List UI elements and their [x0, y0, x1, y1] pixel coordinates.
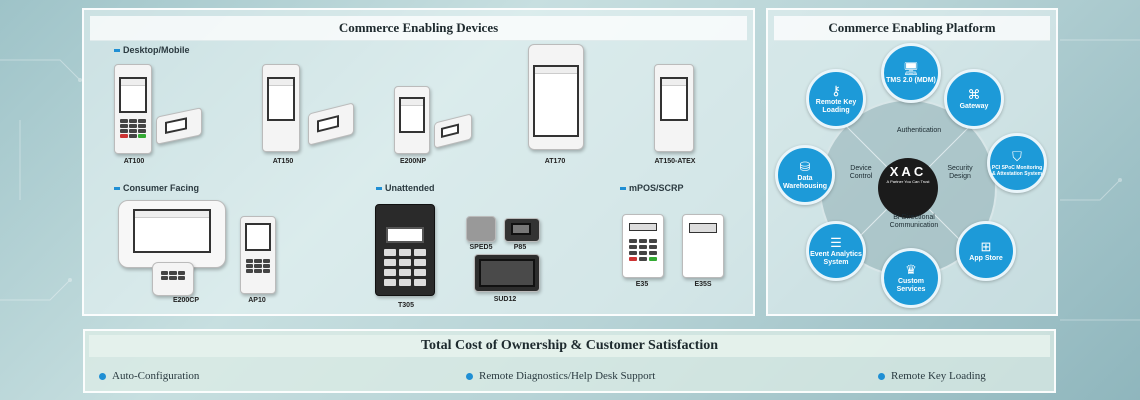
device-label-e35s: E35S — [694, 281, 712, 288]
xac-logo-text: XAC — [889, 164, 927, 179]
node-tms-mdm[interactable]: 🖥 TMS 2.0 (MDM) — [881, 43, 941, 103]
network-icon: ⌘ — [967, 86, 981, 102]
section-desktop-mobile: Desktop/Mobile — [114, 45, 190, 55]
device-at170 — [528, 44, 584, 150]
devices-panel-title: Commerce Enabling Devices — [90, 16, 747, 41]
device-label-e35: E35 — [635, 281, 649, 288]
device-t305 — [375, 204, 437, 296]
device-e200cp — [118, 200, 228, 296]
device-label-at170: AT170 — [544, 158, 566, 165]
tco-panel: Total Cost of Ownership & Customer Satis… — [83, 329, 1056, 393]
device-label-at150: AT150 — [272, 158, 294, 165]
device-p85 — [504, 218, 540, 242]
node-custom-services[interactable]: ♛ Custom Services — [881, 248, 941, 308]
node-data-warehousing[interactable]: ⛁ Data Warehousing — [775, 145, 835, 205]
platform-panel-title: Commerce Enabling Platform — [774, 16, 1050, 41]
key-icon: ⚷ — [831, 82, 841, 98]
section-mpos-scrp: mPOS/SCRP — [620, 183, 684, 193]
bullet-remote-diagnostics: Remote Diagnostics/Help Desk Support — [466, 370, 655, 382]
node-app-store[interactable]: ⊞ App Store — [956, 221, 1016, 281]
section-unattended: Unattended — [376, 183, 435, 193]
device-label-t305: T305 — [398, 302, 414, 309]
ring-security-design: Security Design — [947, 165, 973, 180]
device-e35 — [622, 214, 664, 278]
device-label-e200np: E200NP — [399, 158, 427, 165]
tco-title: Total Cost of Ownership & Customer Satis… — [89, 335, 1050, 357]
bullet-remote-key-loading: Remote Key Loading — [878, 370, 986, 382]
apps-icon: ⊞ — [980, 238, 992, 254]
checklist-icon: ☰ — [830, 234, 842, 250]
device-label-ap10: AP10 — [248, 297, 266, 304]
bullet-auto-configuration: Auto-Configuration — [99, 370, 199, 382]
device-sped5 — [466, 216, 496, 242]
device-at100 — [112, 62, 202, 154]
crown-icon: ♛ — [905, 261, 917, 277]
node-remote-key-loading[interactable]: ⚷ Remote Key Loading — [806, 69, 866, 129]
node-gateway[interactable]: ⌘ Gateway — [944, 69, 1004, 129]
monitor-icon: 🖥 — [902, 60, 920, 76]
device-e35s — [682, 214, 724, 278]
device-label-sped5: SPED5 — [469, 244, 493, 251]
node-event-analytics[interactable]: ☰ Event Analytics System — [806, 221, 866, 281]
xac-tagline: A Partner You Can Trust — [886, 179, 930, 184]
device-at150-atex — [654, 62, 694, 152]
ring-device-control: Device Control — [849, 165, 873, 180]
section-consumer-facing: Consumer Facing — [114, 183, 199, 193]
device-label-at150-atex: AT150-ATEX — [654, 158, 696, 165]
ring-authentication: Authentication — [896, 127, 942, 134]
xac-logo: XAC A Partner You Can Trust — [878, 164, 938, 184]
device-label-sud12: SUD12 — [493, 296, 517, 303]
device-e200np — [392, 84, 482, 154]
ring-bidirectional-communication: Bi-Directional Communication — [889, 214, 939, 229]
device-sud12 — [474, 254, 540, 292]
bullet-dot — [466, 372, 473, 380]
node-pci-spoc[interactable]: ⛉ PCI SPoC Monitoring & Attestation Syst… — [987, 133, 1047, 193]
bullet-dot — [99, 372, 106, 380]
device-ap10 — [240, 204, 276, 294]
device-label-p85: P85 — [513, 244, 527, 251]
device-label-at100: AT100 — [123, 158, 145, 165]
device-at150 — [260, 62, 355, 152]
bullet-dot — [878, 372, 885, 380]
device-label-e200cp: E200CP — [172, 297, 200, 304]
database-icon: ⛁ — [799, 158, 811, 174]
shield-icon: ⛉ — [1012, 148, 1022, 164]
